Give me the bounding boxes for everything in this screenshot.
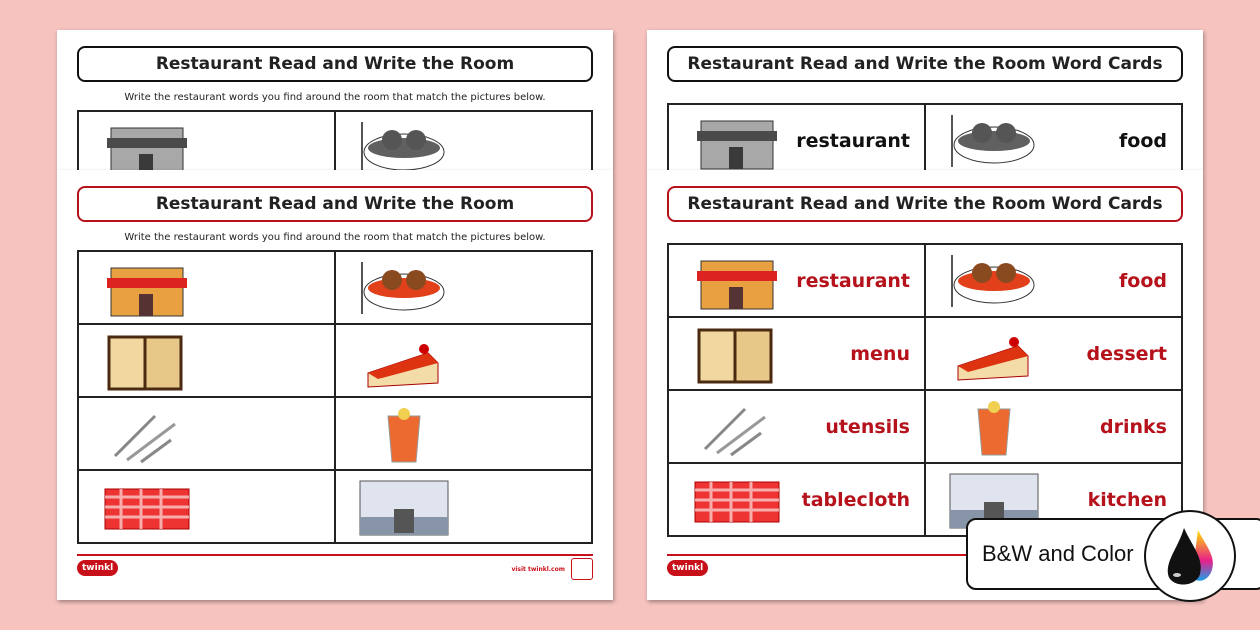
visit-link[interactable]: visit twinkl.com [511,566,565,573]
grid-cell: tablecloth [668,463,925,536]
picture-grid: restaurant food menu dessert utensils drinks t… [667,243,1183,537]
grid-cell: utensils [668,390,925,463]
grid-cell [78,324,335,397]
food-picture [951,115,1035,167]
grid-cell: restaurant [668,104,925,170]
word-label: utensils [825,415,910,438]
instructions: Write the restaurant words you find arou… [124,232,546,243]
drinks-picture [977,401,1011,456]
grid-cell [78,251,335,324]
grid-cell [335,397,592,470]
dessert-picture [957,337,1029,381]
grid-cell: menu [668,317,925,390]
back-word_cards-sheet: Restaurant Read and Write the Room Word … [647,30,1203,170]
utensils-picture [703,407,766,457]
badge-label: B&W and Color [982,541,1134,566]
food-picture [951,255,1035,307]
kitchen-picture [359,480,449,536]
drinks-picture [387,408,421,463]
grid-cell [335,111,592,170]
grid-cell [78,111,335,170]
food-picture [361,122,445,170]
grid-cell: dessert [925,317,1182,390]
utensils-picture [113,414,176,464]
restaurant-building-picture [697,120,777,170]
grid-cell: food [925,104,1182,170]
grid-cell [78,470,335,543]
word-label: tablecloth [801,488,910,511]
instructions: Write the restaurant words you find arou… [124,92,546,103]
restaurant-building-picture [107,267,187,317]
footer-divider [77,554,593,556]
picture-grid [77,110,593,170]
word-label: menu [850,342,910,365]
grid-cell [335,251,592,324]
ink-drops-icon [1144,510,1236,602]
sheet-title: Restaurant Read and Write the Room Word … [667,46,1183,82]
tablecloth-picture [104,488,190,530]
dessert-picture [367,344,439,388]
restaurant-building-picture [697,260,777,310]
grid-cell: restaurant [668,244,925,317]
grid-cell [78,397,335,470]
grid-cell [335,470,592,543]
sheet-title: Restaurant Read and Write the Room [77,186,593,222]
food-picture [361,262,445,314]
word-label: kitchen [1087,488,1167,511]
picture-grid: restaurant food [667,103,1183,170]
word-label: restaurant [796,129,910,152]
menu-picture [107,335,183,391]
word-label: food [1119,269,1167,292]
grid-cell: food [925,244,1182,317]
grid-cell: drinks [925,390,1182,463]
twinkl-logo: twinkl [667,560,709,576]
footer-divider [667,554,1183,556]
quality-badge [571,558,593,580]
sheet-title: Restaurant Read and Write the Room Word … [667,186,1183,222]
picture-grid [77,250,593,544]
twinkl-logo: twinkl [77,560,119,576]
tablecloth-picture [694,481,780,523]
word-label: drinks [1100,415,1167,438]
restaurant-building-picture [107,127,187,170]
menu-picture [697,328,773,384]
grid-cell [335,324,592,397]
word-label: food [1119,129,1167,152]
word-label: dessert [1086,342,1167,365]
sheet-title: Restaurant Read and Write the Room [77,46,593,82]
word-label: restaurant [796,269,910,292]
